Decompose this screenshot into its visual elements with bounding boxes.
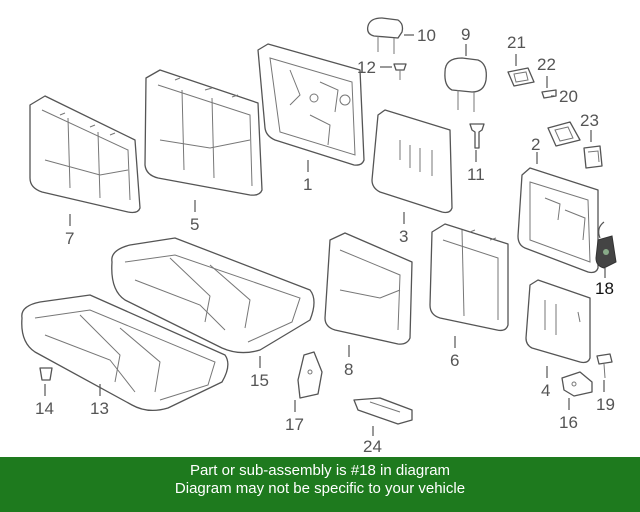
callout-10: 10 [417,26,436,45]
part-2-seatback-frame-right [517,167,599,274]
part-8-seatback [324,232,413,345]
callout-14: 14 [35,399,54,418]
part-9-headrest [444,57,487,112]
part-5-seatback-pad [144,69,263,196]
callout-13: 13 [90,399,109,418]
callout-12: 12 [357,58,376,77]
part-18-latch-assembly [595,221,617,269]
parts-diagram: 1 2 3 4 5 6 7 8 9 10 11 12 13 14 15 16 1… [21,17,617,455]
callout-23: 23 [580,111,599,130]
callout-8: 8 [344,360,353,379]
callout-18: 18 [595,279,614,298]
part-4-back-board [525,279,591,364]
part-13-seat-cushion-pad [21,294,229,412]
callout-24: 24 [363,437,382,455]
callout-17: 17 [285,415,304,434]
callout-1: 1 [303,175,312,194]
callout-9: 9 [461,25,470,44]
part-3-back-board [371,109,453,214]
callout-labels: 1 2 3 4 5 6 7 8 9 10 11 12 13 14 15 16 1… [35,25,615,455]
part-7-seatback-cushion-left [29,95,141,214]
part-12-guide-pin [393,63,407,80]
callout-2: 2 [531,135,540,154]
banner-line-disclaimer: Diagram may not be specific to your vehi… [174,480,466,497]
callout-21: 21 [507,33,526,52]
part-14-clip [39,367,53,381]
callout-7: 7 [65,229,74,248]
callout-15: 15 [250,371,269,390]
part-24-cover [353,397,413,425]
callout-11: 11 [467,165,485,184]
callout-6: 6 [450,351,459,370]
info-banner: Part or sub-assembly is #18 in diagram D… [0,457,640,512]
callout-4: 4 [541,381,550,400]
callout-19: 19 [596,395,615,414]
part-22-clip [541,89,557,99]
callout-22: 22 [537,55,556,74]
part-11-headrest-support [469,123,485,149]
part-21-bezel [507,67,535,87]
part-10-headrest-small [366,17,404,54]
part-19-bolt [596,353,613,379]
callout-3: 3 [399,227,408,246]
part-17-bracket [297,351,323,399]
leader-lines [44,34,606,436]
banner-line-part-info: Part or sub-assembly is #18 in diagram [189,462,451,479]
part-15-seat-cushion [111,237,315,354]
part-6-seatback-right [429,223,509,332]
part-20-bezel [547,121,581,147]
part-23-lock-switch [583,145,603,169]
callout-5: 5 [190,215,199,234]
part-16-bracket [561,371,593,397]
callout-16: 16 [559,413,578,432]
part-1-seatback-frame [257,43,365,166]
callout-20: 20 [559,87,578,106]
